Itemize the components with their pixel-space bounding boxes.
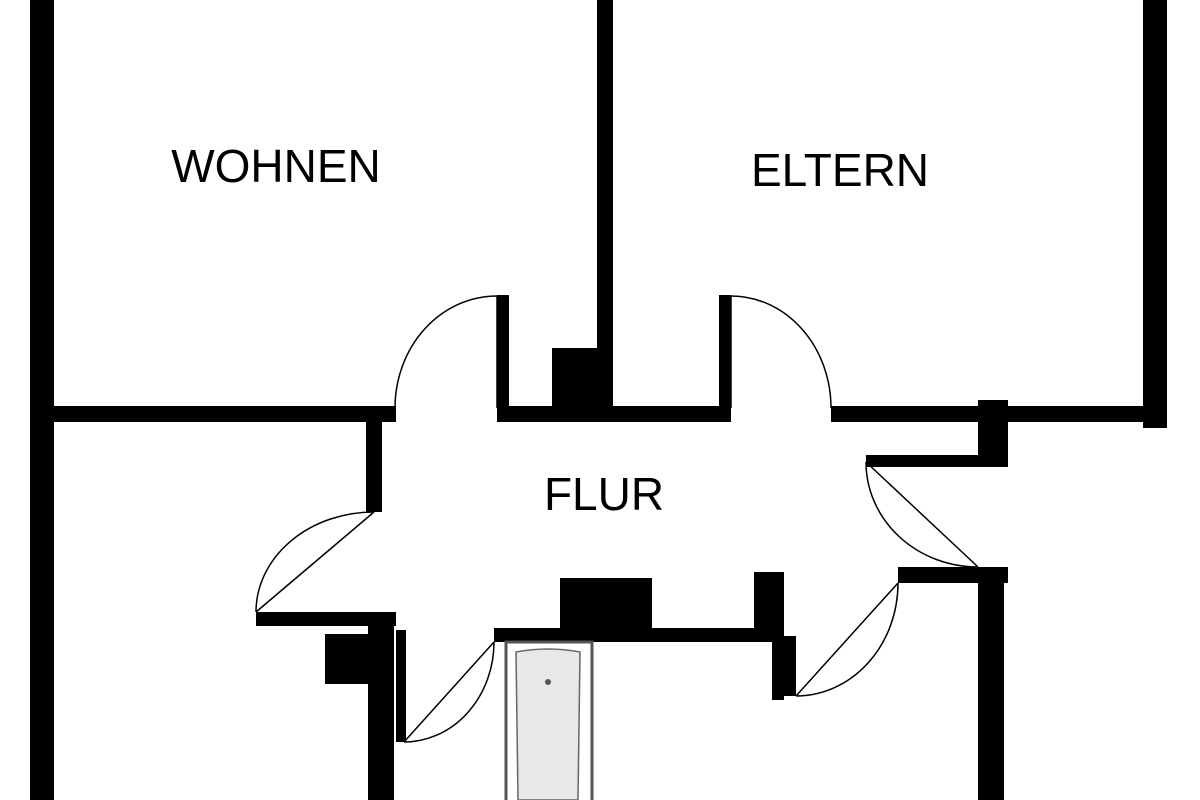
door-swing-right [865, 461, 979, 568]
wall-lower-right-stub [772, 636, 796, 696]
door-jamb-wohnen [497, 295, 509, 422]
wall-right-upper [1143, 0, 1167, 428]
pillar-upper [552, 348, 598, 420]
room-labels: WOHNEN ELTERN FLUR [171, 140, 929, 520]
door-swings [255, 295, 979, 743]
wall-flur-left [366, 420, 382, 512]
room-label-eltern: ELTERN [751, 144, 929, 196]
door-swing-left [255, 511, 375, 613]
door-swing-wohnen [394, 295, 498, 409]
wall-flur-right-top [866, 455, 1008, 467]
door-jamb-eltern [719, 295, 731, 422]
pillar-lower [560, 578, 652, 642]
room-label-wohnen: WOHNEN [171, 140, 381, 192]
bathtub-drain [545, 679, 551, 685]
wall-right-lower [978, 567, 1004, 800]
wall-corner-right [978, 400, 1008, 456]
bathtub [504, 640, 594, 800]
walls [30, 0, 1167, 800]
door-swing-lower-right [795, 582, 899, 697]
wall-left [30, 0, 54, 800]
door-jamb-bath [396, 630, 406, 742]
wall-flur-left-bottom [256, 612, 396, 626]
wall-wohnen-eltern [597, 0, 613, 420]
bathtub-basin [515, 648, 581, 800]
door-swing-bath [403, 641, 495, 743]
door-swing-eltern [730, 295, 832, 409]
pillar-left [325, 634, 373, 684]
wall-flur-top [497, 406, 719, 422]
room-label-flur: FLUR [544, 468, 664, 520]
wall-wohnen-bottom [30, 406, 396, 422]
